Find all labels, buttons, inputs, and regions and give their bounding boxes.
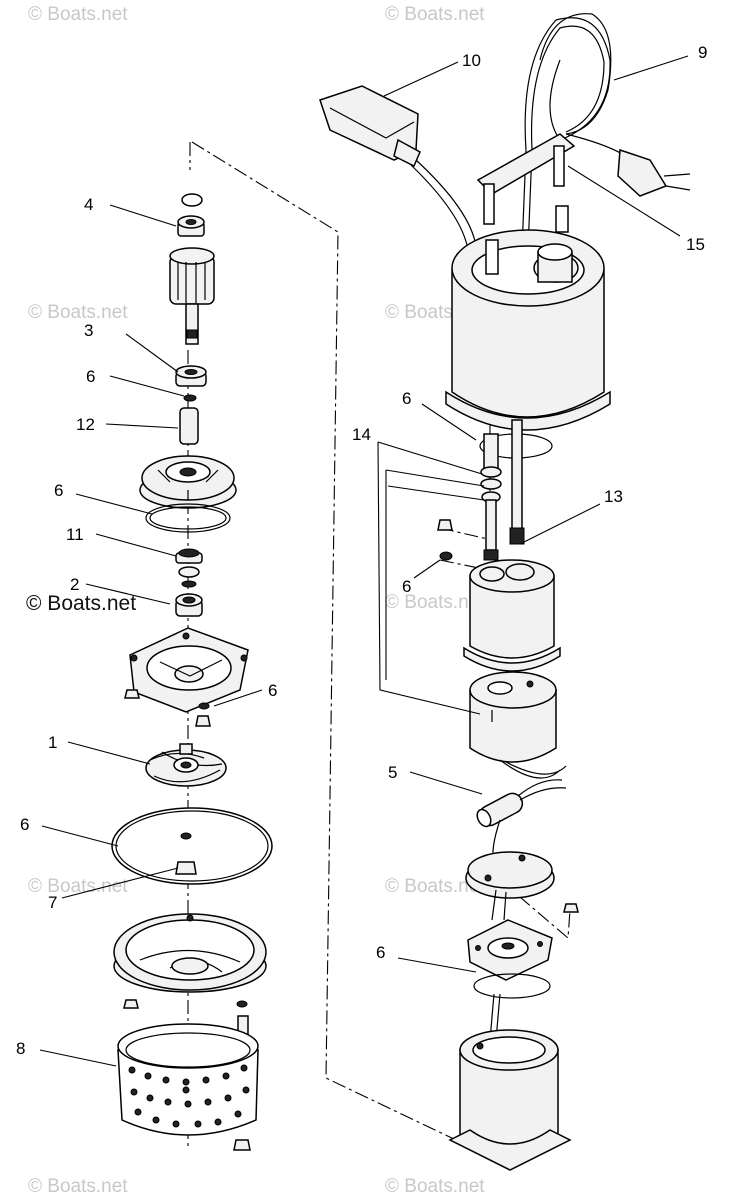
callout-label: 14 <box>352 425 371 444</box>
watermark: © Boats.net <box>28 876 128 897</box>
watermark-prominent: © Boats.net <box>26 592 136 615</box>
bearing-part-4 <box>177 215 205 237</box>
leader-lines <box>39 55 689 1067</box>
bearing-housing-flange <box>139 455 237 509</box>
bearing-plate <box>467 919 553 981</box>
seal-part-2 <box>175 593 203 617</box>
strainer-basket-part-8 <box>117 1023 259 1136</box>
seal-ring <box>183 394 197 402</box>
assembly-guide-line <box>191 141 499 1161</box>
bearing-stack-part-11 <box>175 548 203 588</box>
callout-label: 15 <box>686 235 705 254</box>
callout-label: 6 <box>54 481 63 500</box>
stator <box>469 671 567 779</box>
screw-base <box>563 903 579 913</box>
watermark: © Boats.net <box>28 302 128 323</box>
shaft-assembly <box>480 419 525 561</box>
sleeve-part-12 <box>179 407 199 445</box>
callout-label: 2 <box>70 575 79 594</box>
watermark: © Boats.net <box>385 592 485 613</box>
capacitor-part-5 <box>476 779 567 828</box>
callout-label: 1 <box>48 733 57 752</box>
o-ring-base <box>473 973 551 999</box>
callout-label: 13 <box>604 487 623 506</box>
callout-label: 7 <box>48 893 57 912</box>
callout-label: 6 <box>376 943 385 962</box>
pump-housing-flange <box>129 627 249 713</box>
seal-housing-part-13 <box>463 559 561 672</box>
callout-label: 4 <box>84 195 93 214</box>
motor-can <box>448 1029 572 1171</box>
callout-label: 6 <box>402 389 411 408</box>
gasket-centre-hole <box>180 832 192 840</box>
nut-bottom <box>233 1139 251 1151</box>
right-parts <box>319 13 691 1171</box>
nut-part-7 <box>175 861 197 875</box>
callout-label: 6 <box>20 815 29 834</box>
nut-volute-left <box>123 999 139 1009</box>
rotor-armature <box>169 247 215 345</box>
watermark: © Boats.net <box>385 1176 485 1197</box>
watermark: © Boats.net <box>385 876 485 897</box>
watermark: © Boats.net <box>385 4 485 25</box>
callout-label: 10 <box>462 51 481 70</box>
o-ring-top <box>181 193 203 207</box>
watermark: © Boats.net <box>28 4 128 25</box>
motor-housing <box>445 229 611 431</box>
callout-label: 3 <box>84 321 93 340</box>
nut-volute-right <box>236 1000 248 1008</box>
callout-label: 6 <box>268 681 277 700</box>
pump-volute-base <box>113 913 267 993</box>
float-switch-part-10 <box>319 85 477 251</box>
bearing-part-3 <box>175 365 207 387</box>
callout-labels: 4 3 6 12 6 11 2 6 1 6 7 8 10 9 15 6 14 1… <box>16 43 707 1058</box>
callout-label: 11 <box>66 525 84 544</box>
callout-label: 12 <box>76 415 95 434</box>
nuts-left <box>124 689 211 727</box>
screw-small-upper <box>437 519 453 531</box>
callout-label: 6 <box>86 367 95 386</box>
handle-part-15 <box>476 133 576 233</box>
callout-label: 5 <box>388 763 397 782</box>
watermark: © Boats.net <box>28 1176 128 1197</box>
callout-label: 8 <box>16 1039 25 1058</box>
callout-label: 6 <box>402 577 411 596</box>
impeller-part-1 <box>145 743 227 787</box>
watermark-layer: © Boats.net © Boats.net © Boats.net © Bo… <box>26 4 485 1197</box>
washer-small <box>439 551 453 561</box>
large-gasket <box>111 807 273 885</box>
o-ring-large <box>145 503 231 533</box>
callout-label: 9 <box>698 43 707 62</box>
power-cord-part-9 <box>521 13 691 251</box>
terminal-plate <box>465 819 555 921</box>
left-parts <box>111 193 273 1151</box>
base-screw-line <box>499 879 571 940</box>
